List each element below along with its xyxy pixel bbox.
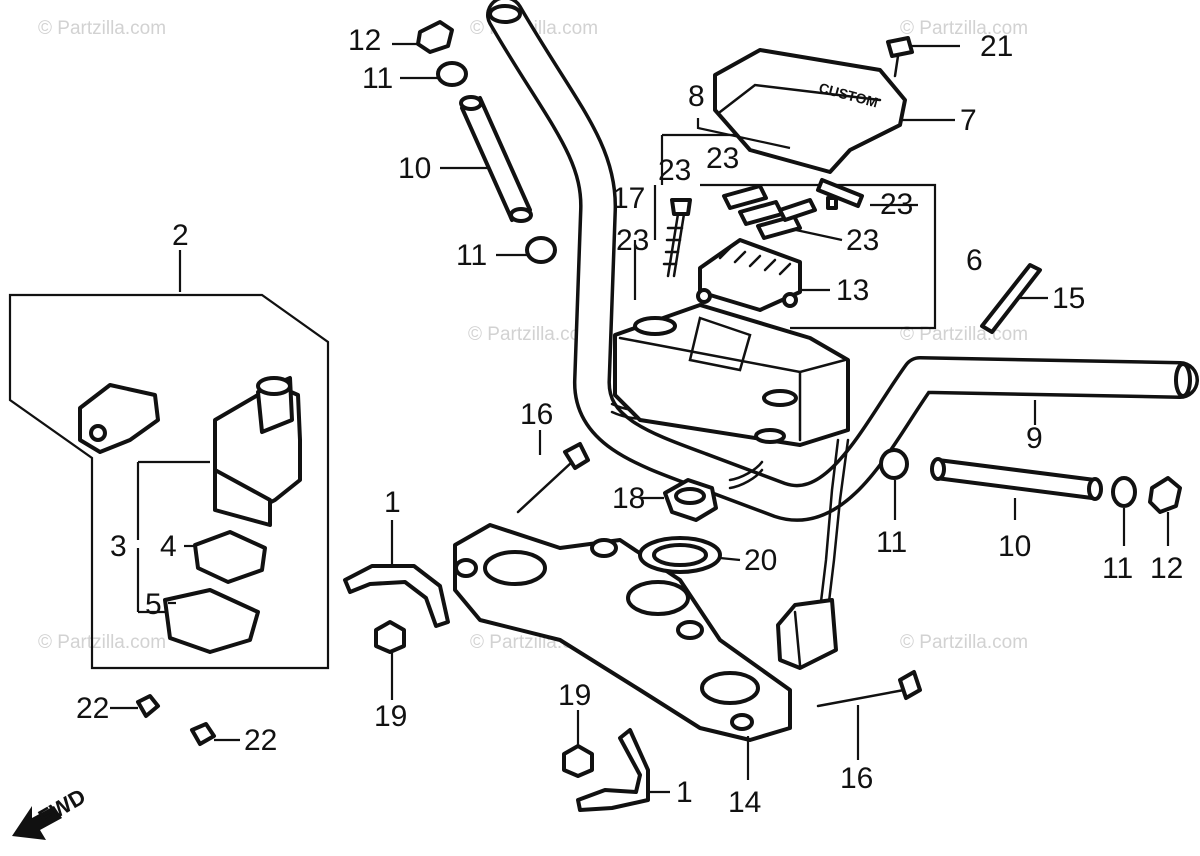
callout-11: 11 — [362, 62, 393, 95]
forward-arrow: FWD — [12, 784, 90, 840]
callout-11: 11 — [1102, 552, 1133, 585]
callout-18: 18 — [612, 482, 645, 515]
right-bar-end — [879, 448, 1182, 514]
callout-19: 19 — [558, 679, 591, 712]
fuses — [722, 178, 864, 240]
callout-6: 6 — [966, 244, 983, 277]
callout-4: 4 — [160, 530, 177, 563]
callout-2: 2 — [172, 219, 189, 252]
callout-11: 11 — [876, 526, 907, 559]
top-cover: CUSTOM — [713, 48, 907, 174]
bolts-16 — [516, 442, 922, 708]
callout-14: 14 — [728, 786, 761, 819]
wire-harness — [776, 438, 850, 670]
leader-lines — [110, 42, 1170, 794]
callout-16: 16 — [520, 398, 553, 431]
callout-10: 10 — [998, 530, 1031, 563]
callout-11: 11 — [456, 239, 487, 272]
callout-12: 12 — [348, 24, 381, 57]
callout-23: 23 — [706, 142, 739, 175]
callout-7: 7 — [960, 104, 977, 137]
callout-22: 22 — [244, 724, 277, 757]
callout-8: 8 — [688, 80, 705, 113]
washer-20 — [638, 536, 722, 574]
callout-10: 10 — [398, 152, 431, 185]
handlebar-holder — [613, 303, 850, 447]
callout-3: 3 — [110, 530, 127, 563]
callout-12: 12 — [1150, 552, 1183, 585]
cable-clip — [980, 263, 1042, 334]
callout-1: 1 — [676, 776, 693, 809]
callout-1: 1 — [384, 486, 401, 519]
screw-17 — [662, 198, 692, 278]
fuse-holder — [696, 238, 802, 312]
callout-23: 23 — [658, 154, 691, 187]
callout-5: 5 — [145, 588, 162, 621]
callout-23: 23 — [880, 188, 913, 221]
ignition-switch-group — [78, 376, 302, 654]
callouts: 12 11 10 11 2 3 4 5 22 22 8 7 21 23 23 2… — [76, 24, 1183, 819]
brackets-1 — [343, 564, 650, 812]
ignition-group-outline — [8, 250, 330, 670]
watermark: © Partzilla.com — [900, 632, 1028, 653]
callout-13: 13 — [836, 274, 869, 307]
watermark: © Partzilla.com — [900, 18, 1028, 39]
callout-20: 20 — [744, 544, 777, 577]
callout-16: 16 — [840, 762, 873, 795]
callout-21: 21 — [980, 30, 1013, 63]
callout-9: 9 — [1026, 422, 1043, 455]
callout-15: 15 — [1052, 282, 1085, 315]
nut-18 — [663, 478, 718, 522]
top-bridge — [453, 523, 792, 742]
callout-17: 17 — [612, 182, 645, 215]
callout-23: 23 — [846, 224, 879, 257]
nuts-19 — [374, 620, 594, 778]
callout-19: 19 — [374, 700, 407, 733]
fwd-label: FWD — [34, 784, 90, 831]
screws-22 — [136, 694, 216, 746]
watermark: © Partzilla.com — [38, 18, 166, 39]
callout-22: 22 — [76, 692, 109, 725]
watermark: © Partzilla.com — [38, 632, 166, 653]
callout-23: 23 — [616, 224, 649, 257]
screw-21 — [886, 36, 914, 78]
watermark: © Partzilla.com — [468, 324, 596, 345]
